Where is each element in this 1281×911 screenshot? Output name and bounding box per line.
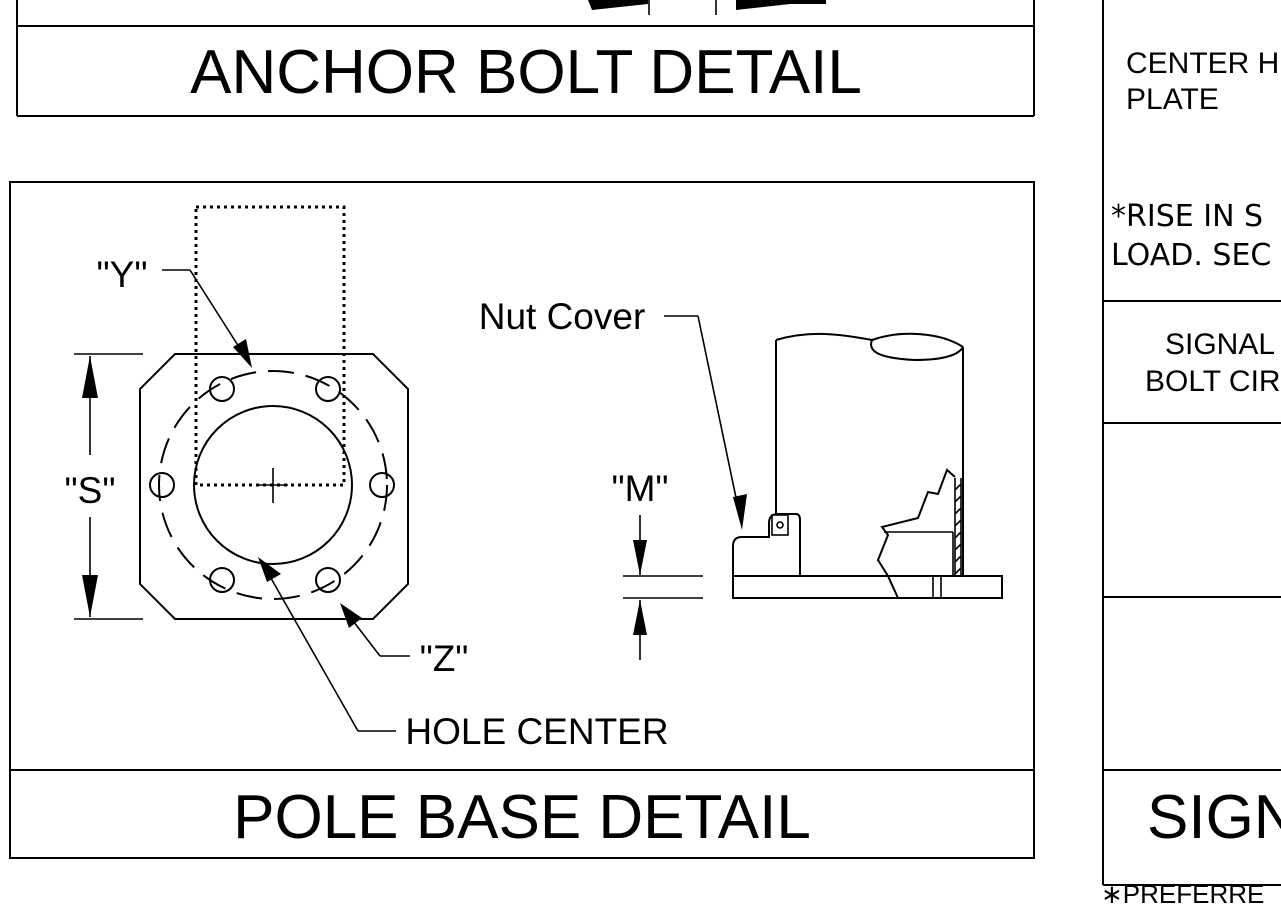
bolt-circle-dashed [158, 370, 388, 600]
pole-shaft-circle [193, 405, 353, 565]
pole-top-break-detail [870, 339, 964, 362]
anchor-bolt-hole [315, 376, 341, 402]
anchor-bolt-hole [369, 472, 395, 498]
base-plate-section [732, 575, 1003, 599]
z-label: "Z" [420, 638, 469, 679]
base-plate-plan-view [139, 205, 409, 620]
weld-hatch [954, 478, 962, 576]
center-hole-text-line1: CENTER H [1126, 47, 1279, 80]
anchor-dimension-arrows [588, 0, 826, 15]
center-hole-text-line2: PLATE [1126, 83, 1219, 116]
signal-text-line2: BOLT CIR [1145, 365, 1281, 398]
m-dimension-label: "M" [611, 468, 668, 509]
base-plate-outline [139, 353, 409, 620]
y-label: "Y" [97, 254, 148, 295]
pole-base-panel-border [9, 181, 1035, 859]
hole-center-leader [258, 557, 396, 732]
anchor-bolt-detail-title: ANCHOR BOLT DETAIL [190, 38, 862, 107]
nut-cover-tab [771, 514, 789, 536]
m-dimension-arrow-up [633, 600, 647, 635]
y-leader-arrow [233, 339, 252, 368]
signal-detail-panel: CENTER H PLATE *RISE IN S LOAD. SEC SIGN… [1101, 0, 1281, 909]
anchor-bolt-hole [209, 567, 235, 593]
s-dimension-arrow-up [82, 356, 98, 398]
s-dimension-arrow-down [82, 575, 98, 617]
nut-cover [732, 513, 801, 576]
nut-cover-screw [776, 521, 784, 529]
rise-note-line1: *RISE IN S [1111, 199, 1263, 234]
nut-cover-leader [664, 315, 747, 530]
signal-text-line1: SIGNAL [1165, 328, 1275, 361]
hole-center-label: HOLE CENTER [405, 711, 668, 752]
anchor-bolt-detail-panel: ANCHOR BOLT DETAIL [16, 0, 1035, 117]
m-dimension [623, 515, 703, 660]
preferred-footnote: ∗PREFERRE [1101, 879, 1264, 909]
s-dimension [74, 353, 143, 620]
z-leader [340, 603, 410, 657]
anchor-bolt-hole [149, 472, 175, 498]
y-leader [162, 269, 252, 368]
m-dimension-arrow-down [633, 540, 647, 575]
nut-cover-leader-arrow [733, 494, 747, 530]
pole-base-detail-panel: POLE BASE DETAIL "S" [9, 181, 1035, 859]
pole-arm-dotted-outline [194, 205, 346, 487]
pole-base-detail-title: POLE BASE DETAIL [233, 783, 811, 852]
rise-note-line2: LOAD. SEC [1111, 238, 1271, 273]
s-dimension-label: "S" [65, 470, 116, 511]
hole-center-leader-arrow [258, 557, 281, 582]
signal-panel-title: SIGN [1147, 783, 1281, 852]
pole-side-elevation [732, 332, 1003, 599]
z-leader-arrow [340, 603, 362, 628]
nut-cover-label: Nut Cover [479, 296, 646, 337]
cutaway-break-line [876, 468, 956, 599]
anchor-bolt-hole [209, 376, 235, 402]
pole-top-break [775, 332, 964, 348]
anchor-bolt-hole [315, 567, 341, 593]
